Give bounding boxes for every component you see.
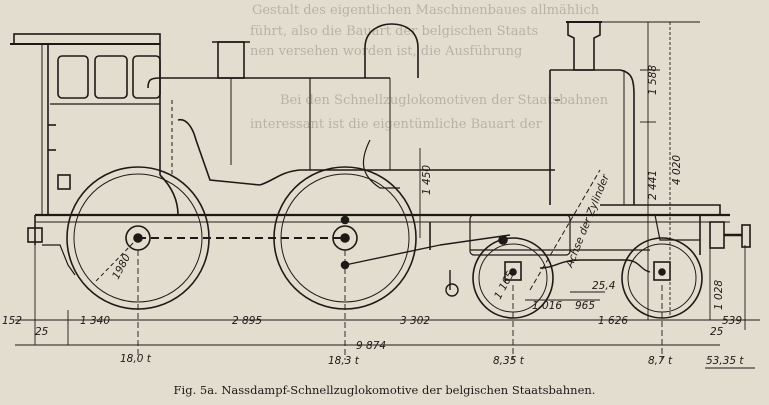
- axle-loads: 18,0 t 18,3 t 8,35 t 8,7 t 53,35 t: [120, 353, 744, 367]
- dim-rear-offset: 25: [35, 326, 49, 338]
- bogie-frame: [445, 259, 651, 297]
- dim-boiler-axis: 2 441: [647, 170, 659, 200]
- ghost-line-5: interessant ist die eigentümliche Bauart…: [250, 117, 543, 132]
- dim-front-offset: 25: [710, 326, 724, 338]
- boiler: [147, 69, 635, 205]
- load-bogie-front: 8,7 t: [648, 355, 673, 367]
- show-through-text: Gestalt des eigentlichen Maschinenbaues …: [250, 3, 609, 132]
- dim-front-overhang: 539: [722, 315, 742, 327]
- load-driving: 18,3 t: [328, 355, 360, 367]
- cylinder: [439, 214, 571, 256]
- cab-window-1: [57, 55, 89, 99]
- cylinder-axis-label: Achse der Zylinder: [563, 172, 612, 270]
- chimney: [566, 21, 602, 71]
- dimension-labels: 1 588 2 441 4 020 1 450 1980 1 165 1 028…: [2, 65, 742, 352]
- dim-bogie-b: 965: [575, 300, 595, 312]
- steam-dome: [212, 41, 250, 165]
- figure-caption: Fig. 5a. Nassdampf-Schnellzuglokomotive …: [173, 383, 596, 397]
- dim-chimney-height: 1 588: [647, 65, 659, 95]
- smokebox: [550, 69, 635, 205]
- dim-coupled-wheelbase: 2 895: [232, 315, 262, 327]
- firebox-front: [177, 118, 261, 186]
- dim-overall-height: 4 020: [671, 155, 683, 185]
- cab-roof: [13, 33, 161, 45]
- dimension-lines: [15, 21, 760, 369]
- load-rear: 18,0 t: [120, 353, 152, 365]
- ghost-line-1: Gestalt des eigentlichen Maschinenbaues …: [252, 3, 600, 18]
- dim-driving-dia: 1980: [110, 252, 133, 282]
- load-total: 53,35 t: [706, 355, 744, 367]
- boiler-bottom: [259, 169, 555, 186]
- cab-window-2: [94, 55, 128, 99]
- dim-bogie-wheelbase: 1 626: [598, 315, 628, 327]
- dim-bogie-a: 1 016: [532, 300, 562, 312]
- frame: [27, 204, 751, 276]
- ghost-line-3: nen versehen worden ist, die Ausführung: [250, 44, 522, 59]
- dim-bogie-c: 25,4: [592, 280, 615, 292]
- dim-rear-overhang: 152: [2, 315, 22, 327]
- dim-rear-axle-spacing: 1 340: [80, 315, 110, 327]
- dim-dome-height: 1 450: [421, 165, 433, 195]
- cylinder-axis: Achse der Zylinder: [529, 169, 612, 291]
- ghost-line-4: Bei den Schnellzuglokomotiven der Staats…: [280, 93, 609, 108]
- dim-to-bogie: 3 302: [400, 315, 430, 327]
- dim-buffer-height: 1 028: [713, 280, 725, 310]
- dim-total-wheelbase: 9 874: [356, 340, 386, 352]
- cab: [10, 33, 179, 216]
- ghost-line-2: führt, also die Bauart der belgischen St…: [250, 24, 538, 39]
- load-bogie-rear: 8,35 t: [493, 355, 525, 367]
- cab-window-3: [132, 55, 161, 99]
